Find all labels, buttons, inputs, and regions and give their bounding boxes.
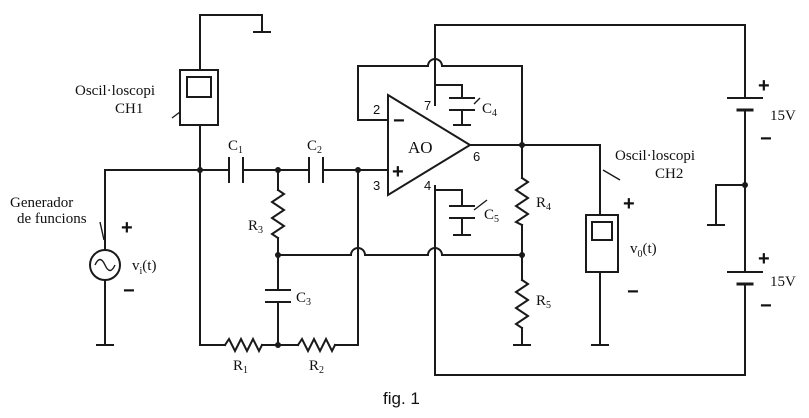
battery-bottom xyxy=(727,261,763,291)
r5-label: R5 xyxy=(536,293,551,311)
c5-label: C5 xyxy=(484,207,499,225)
leader-lines xyxy=(99,97,621,241)
resistor-r5 xyxy=(514,278,530,330)
opamp-label: AO xyxy=(408,138,433,157)
opamp-pin-4: 4 xyxy=(424,178,431,193)
c1-label: C1 xyxy=(228,138,243,156)
supply-top-voltage: 15V xyxy=(770,108,796,124)
osc1-label-line2: CH1 xyxy=(115,101,143,117)
resistor-r4 xyxy=(514,176,530,227)
generator-signal-label: vi(t) xyxy=(132,258,156,277)
supply-bottom-minus: − xyxy=(760,295,772,317)
figure-caption: fig. 1 xyxy=(383,389,420,408)
capacitor-c1 xyxy=(228,157,244,183)
opamp-pin-2: 2 xyxy=(373,102,380,117)
battery-top xyxy=(727,87,763,121)
opamp-noninverting-sign: + xyxy=(392,161,404,183)
osc1-label-line1: Oscil·loscopi xyxy=(75,83,155,99)
r4-label: R4 xyxy=(536,195,551,213)
oscilloscope-ch2 xyxy=(585,214,619,273)
generator-label-line2: de funcions xyxy=(17,211,87,227)
generator-label-line1: Generador xyxy=(10,195,73,211)
r2-label: R2 xyxy=(309,358,324,376)
capacitor-c4 xyxy=(449,97,475,111)
c3-label: C3 xyxy=(296,290,311,308)
c2-label: C2 xyxy=(307,138,322,156)
r1-label: R1 xyxy=(233,358,248,376)
supply-top-plus: + xyxy=(758,75,770,97)
junction-dots xyxy=(197,142,748,348)
osc2-label-line1: Oscil·loscopi xyxy=(615,148,695,164)
opamp-symbol xyxy=(387,93,472,197)
opamp-pin-3: 3 xyxy=(373,178,380,193)
output-signal-label: v0(t) xyxy=(630,241,657,260)
capacitor-c2 xyxy=(308,157,324,183)
resistor-r1 xyxy=(223,336,264,354)
r3-label: R3 xyxy=(248,218,263,236)
generator-plus-sign: + xyxy=(121,217,133,239)
opamp-inverting-sign: − xyxy=(393,110,405,132)
supply-bottom-plus: + xyxy=(758,248,770,270)
opamp-pin-6: 6 xyxy=(473,149,480,164)
capacitor-c3 xyxy=(265,289,291,303)
supply-bottom-voltage: 15V xyxy=(770,274,796,290)
function-generator xyxy=(89,249,121,281)
ground-symbols xyxy=(96,31,725,346)
opamp-pin-7: 7 xyxy=(424,98,431,113)
resistor-r3 xyxy=(270,188,286,240)
capacitor-c5 xyxy=(449,205,475,219)
wires xyxy=(104,14,746,376)
c4-label: C4 xyxy=(482,101,497,119)
output-minus-sign: − xyxy=(627,281,639,303)
osc2-label-line2: CH2 xyxy=(655,166,683,182)
supply-top-minus: − xyxy=(760,128,772,150)
output-plus-sign: + xyxy=(623,193,635,215)
generator-minus-sign: − xyxy=(123,280,135,302)
oscilloscope-ch1 xyxy=(179,69,219,126)
resistor-r2 xyxy=(296,336,337,354)
